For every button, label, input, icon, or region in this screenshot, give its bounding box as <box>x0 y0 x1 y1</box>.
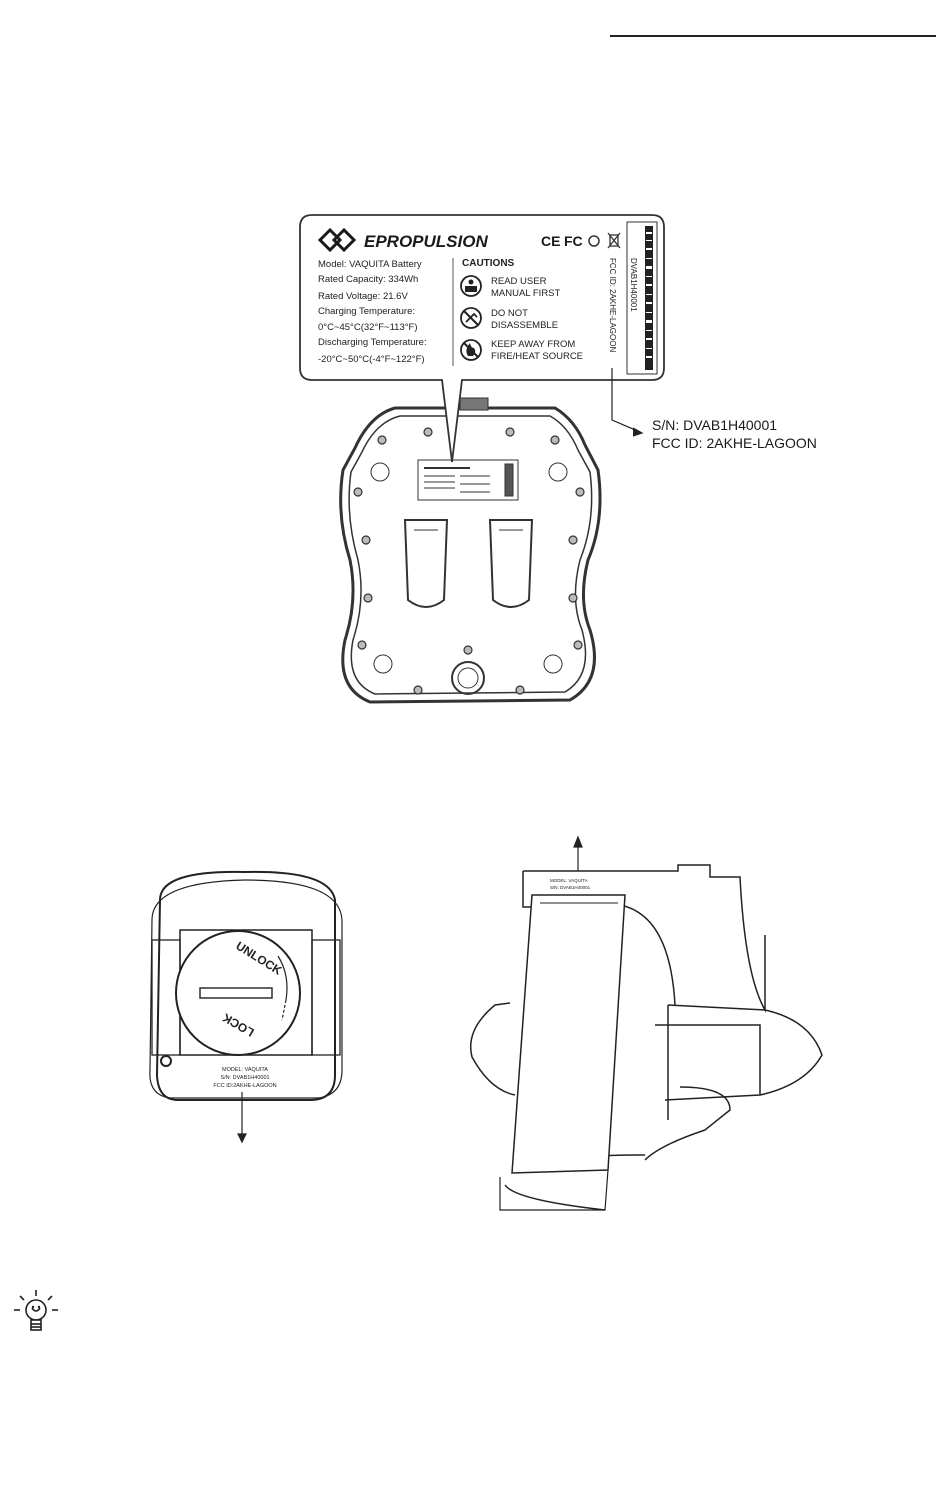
callout-fcc: FCC ID: 2AKHE-LAGOON <box>652 435 817 451</box>
spec-capacity: Rated Capacity: 334Wh <box>318 274 418 285</box>
header-rule <box>610 35 936 37</box>
battery-label-figure: EPROPULSION CE FC Model: VAQUITA Battery… <box>299 214 817 704</box>
caution-1-line1: READ USER <box>491 276 547 287</box>
spec-voltage: Rated Voltage: 21.6V <box>318 291 408 302</box>
side-info-model: MODEL: VAQUITA <box>550 878 588 883</box>
callout-serial: S/N: DVAB1H40001 <box>652 417 777 433</box>
cap-info-model: MODEL: VAQUITA <box>222 1067 268 1073</box>
caution-2-line2: DISASSEMBLE <box>491 320 558 331</box>
cap-screw <box>160 1055 172 1067</box>
label-callout-box <box>299 214 665 463</box>
battery-cap-figure: UNLOCK LOCK MODEL: VAQUITA S/N: DVAB1H40… <box>149 870 343 1144</box>
cap-info-serial: S/N: DVAB1H40001 <box>220 1075 269 1081</box>
side-info-serial: S/N: DVAB1H40001 <box>550 885 591 890</box>
brand-name: EPROPULSION <box>364 232 488 251</box>
battery-body <box>339 397 602 704</box>
caution-2-line1: DO NOT <box>491 308 528 319</box>
lightbulb-icon <box>14 1290 58 1331</box>
spec-charging-label: Charging Temperature: <box>318 306 415 317</box>
caution-3-line1: KEEP AWAY FROM <box>491 339 575 350</box>
label-vertical-fcc: FCC ID: 2AKHE-LAGOON <box>608 258 617 352</box>
read-manual-icon <box>460 275 482 297</box>
side-handle <box>511 894 626 1174</box>
barcode-number: DVAB1H40001 <box>629 258 638 312</box>
battery-side-figure: MODEL: VAQUITA S/N: DVAB1H40001 <box>470 835 823 1211</box>
spec-model: Model: VAQUITA Battery <box>318 259 422 270</box>
serial-callout-arrow <box>611 368 644 437</box>
spec-discharging-label: Discharging Temperature: <box>318 337 427 348</box>
cautions-title: CAUTIONS <box>462 258 515 269</box>
no-disassemble-icon <box>460 307 482 329</box>
caution-1-line2: MANUAL FIRST <box>491 288 561 299</box>
fcc-mark: FC <box>564 233 583 249</box>
spec-discharging-value: -20°C~50°C(-4°F~122°F) <box>318 354 425 365</box>
cap-info-fcc: FCC ID:2AKHE-LAGOON <box>213 1083 276 1089</box>
battery-cap-dial <box>175 930 301 1056</box>
caution-3-line2: FIRE/HEAT SOURCE <box>491 351 583 362</box>
spec-charging-value: 0°C~45°C(32°F~113°F) <box>318 322 418 333</box>
ce-mark: CE <box>541 233 560 249</box>
barcode <box>626 221 658 375</box>
brand-logo-icon <box>317 227 357 253</box>
cap-info-arrow <box>237 1092 247 1144</box>
side-info-arrow <box>573 835 583 871</box>
recycle-icon <box>588 235 600 247</box>
weee-bin-icon <box>607 232 621 249</box>
no-fire-icon <box>460 339 482 361</box>
